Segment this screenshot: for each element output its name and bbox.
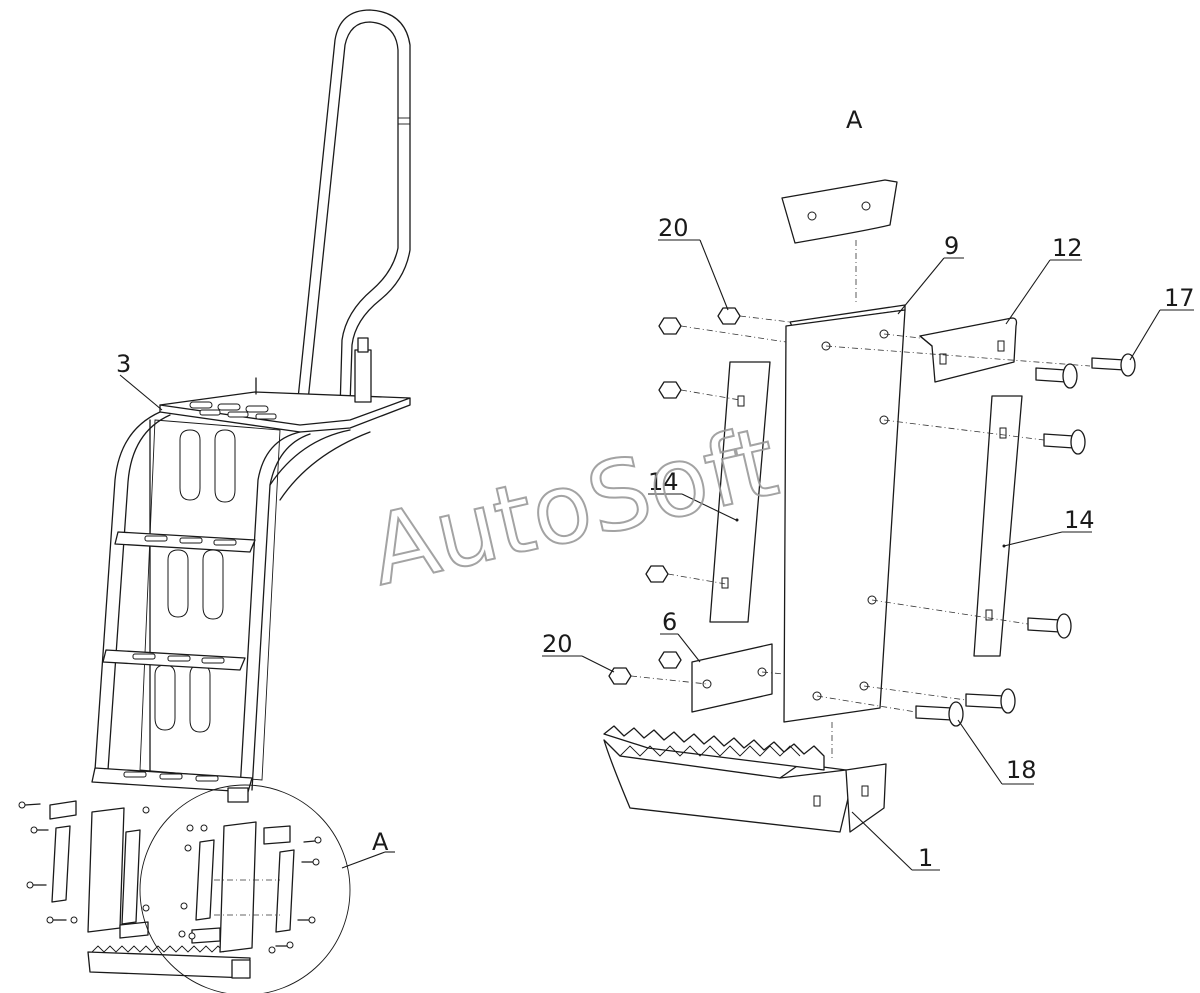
upper-bracket [781,179,898,244]
callout-14-right: 14 [1003,506,1095,547]
part-label-9: 9 [944,232,959,260]
callout-20-top: 20 [658,214,729,311]
ladder-assembly: 3 [91,9,411,803]
callout-18: 18 [957,719,1037,785]
part-label-3: 3 [116,350,131,378]
bolt-18 [915,701,964,727]
grab-handle [295,9,411,421]
plate-6 [691,643,773,713]
part-label-14-left: 14 [648,468,679,496]
ladder-back-panel [139,419,281,781]
bolts [915,353,1136,727]
bolt-17 [1091,353,1136,377]
callout-12: 12 [1005,234,1083,325]
callout-3: 3 [116,350,163,411]
part-label-20-bottom: 20 [542,630,573,658]
bracket-12 [919,317,1018,383]
part-label-18: 18 [1006,756,1037,784]
callout-17: 17 [1129,284,1195,361]
step-grate-1 [603,725,887,833]
strip-14-right [973,395,1023,657]
detail-circle [139,784,351,993]
callout-6: 6 [660,608,701,663]
top-platform [159,337,411,433]
mounting-plate-9 [783,304,906,760]
ladder-steps [91,531,256,803]
part-label-17: 17 [1164,284,1195,312]
part-label-20-top: 20 [658,214,689,242]
part-label-6: 6 [662,608,677,636]
detail-A-view: A [542,106,1195,872]
callout-20-bottom: 20 [542,630,615,673]
part-label-1: 1 [918,844,933,872]
part-label-12: 12 [1052,234,1083,262]
part-label-14-right: 14 [1064,506,1095,534]
callout-1: 1 [851,811,940,872]
detail-title: A [846,106,863,134]
callout-14-left: 14 [648,468,737,521]
ladder-side-rails [94,411,371,791]
alignment-lines [630,315,1091,713]
detail-ref-label: A [372,828,389,856]
mini-exploded-hardware: A [18,784,395,993]
strip-14-left [709,361,771,623]
callout-9: 9 [897,232,964,315]
nuts [608,307,741,685]
callout-A-overview: A [341,828,395,869]
